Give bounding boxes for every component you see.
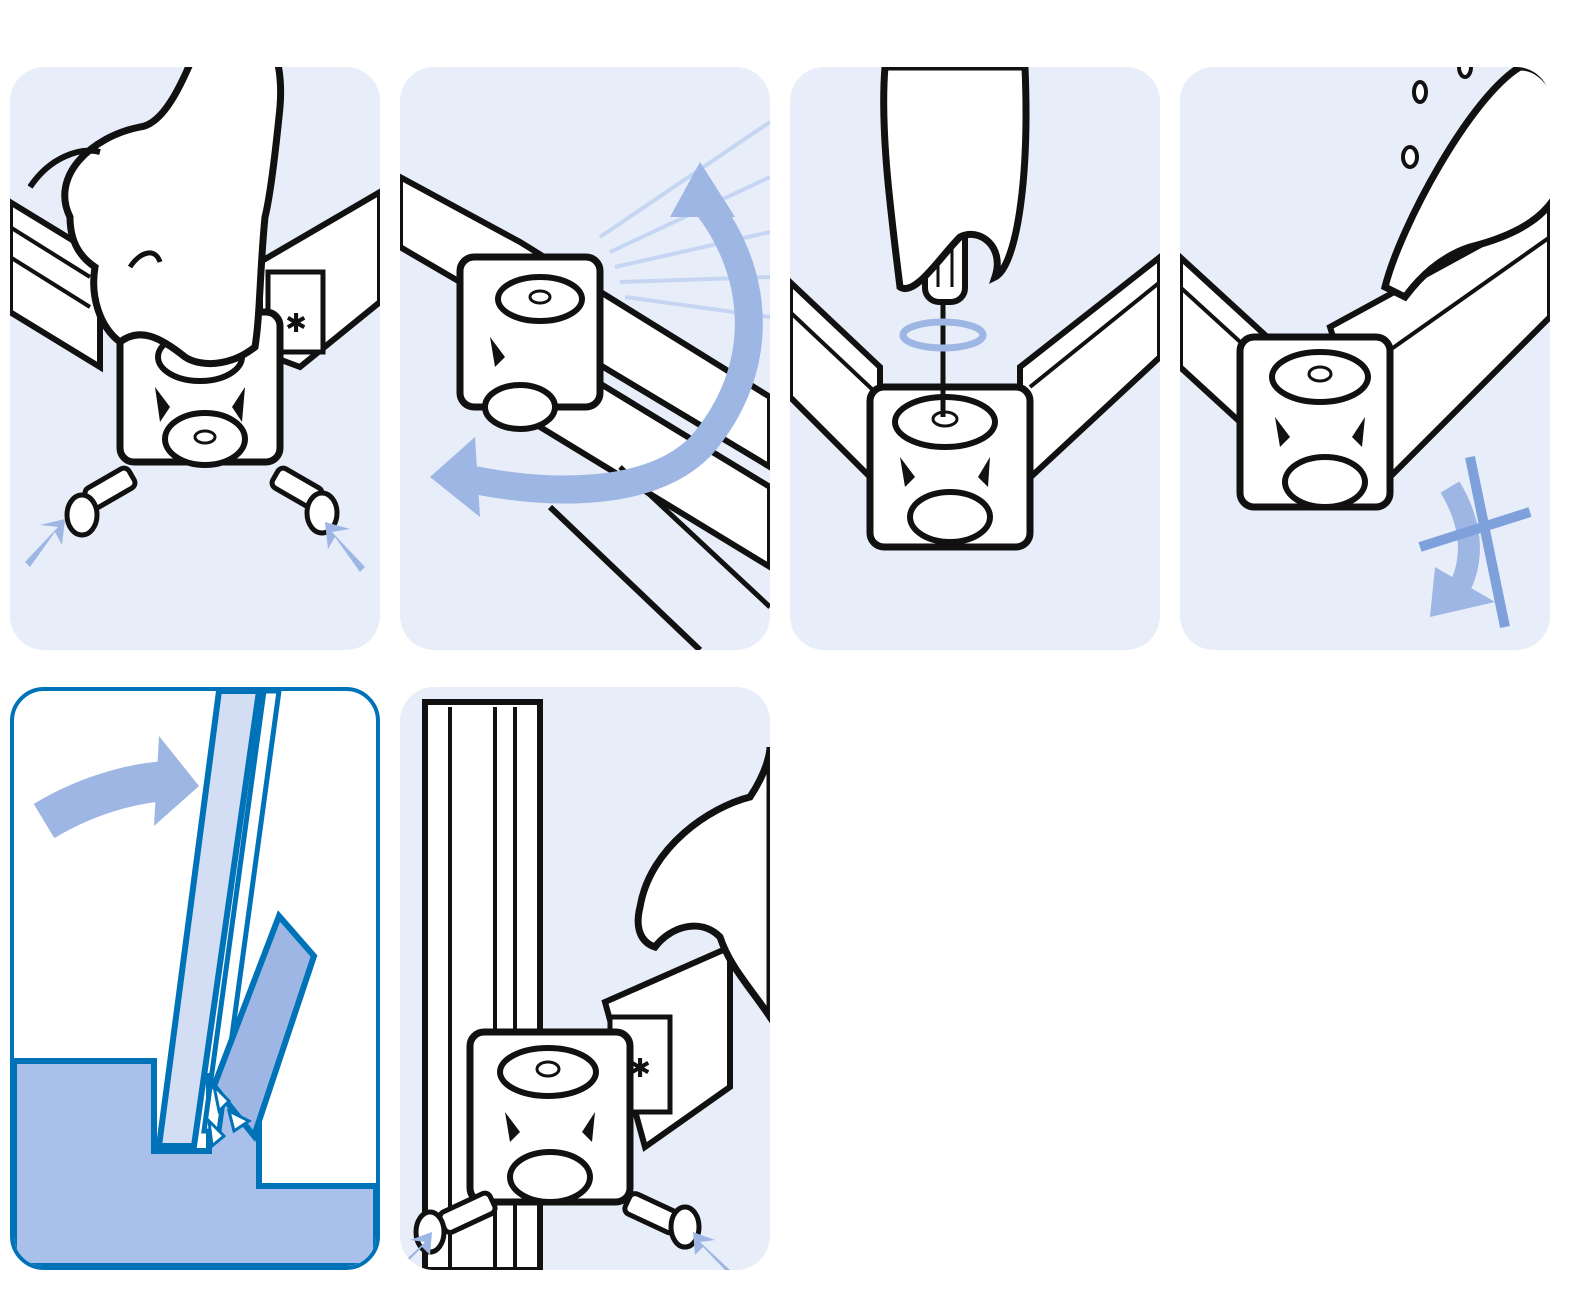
arrow-in-left-icon — [400, 1232, 432, 1270]
step-1-illustration: ✱ — [10, 67, 380, 572]
push-arrow-icon — [33, 761, 175, 839]
svg-text:✱: ✱ — [629, 1054, 651, 1084]
turn-arrow-icon — [899, 318, 987, 352]
step-5-illustration — [14, 691, 376, 1266]
step-2-panel — [400, 67, 770, 650]
screw-right-icon — [622, 1191, 702, 1250]
step-4-illustration — [1180, 67, 1550, 629]
screw-right-icon — [269, 465, 340, 536]
step-2-illustration — [400, 120, 770, 650]
step-6-panel: ✱ — [400, 687, 770, 1270]
cutting-tool — [155, 691, 263, 1149]
step-1-panel: ✱ — [10, 67, 380, 650]
debris-icon — [206, 1081, 252, 1149]
step-3-illustration — [790, 67, 1160, 551]
rotate-arrow-icon — [456, 187, 763, 504]
screw-left-icon — [64, 465, 138, 538]
cross-icon — [1465, 455, 1510, 629]
arrow-in-left-icon — [25, 519, 65, 567]
hand-icon — [61, 67, 285, 368]
svg-text:✱: ✱ — [285, 309, 307, 339]
step-3-panel — [790, 67, 1160, 650]
hand-icon — [1380, 67, 1550, 302]
hand-icon — [634, 746, 770, 1024]
sweat-drops-icon — [1401, 67, 1473, 169]
chip-piece — [210, 910, 318, 1143]
step-6-illustration: ✱ — [400, 699, 770, 1270]
arrow-in-right-icon — [325, 522, 365, 572]
hand-icon — [880, 67, 1030, 293]
arrow-in-right-icon — [693, 1232, 730, 1270]
step-5-panel — [10, 687, 380, 1270]
screw-left-icon — [413, 1190, 498, 1255]
step-4-panel — [1180, 67, 1550, 650]
